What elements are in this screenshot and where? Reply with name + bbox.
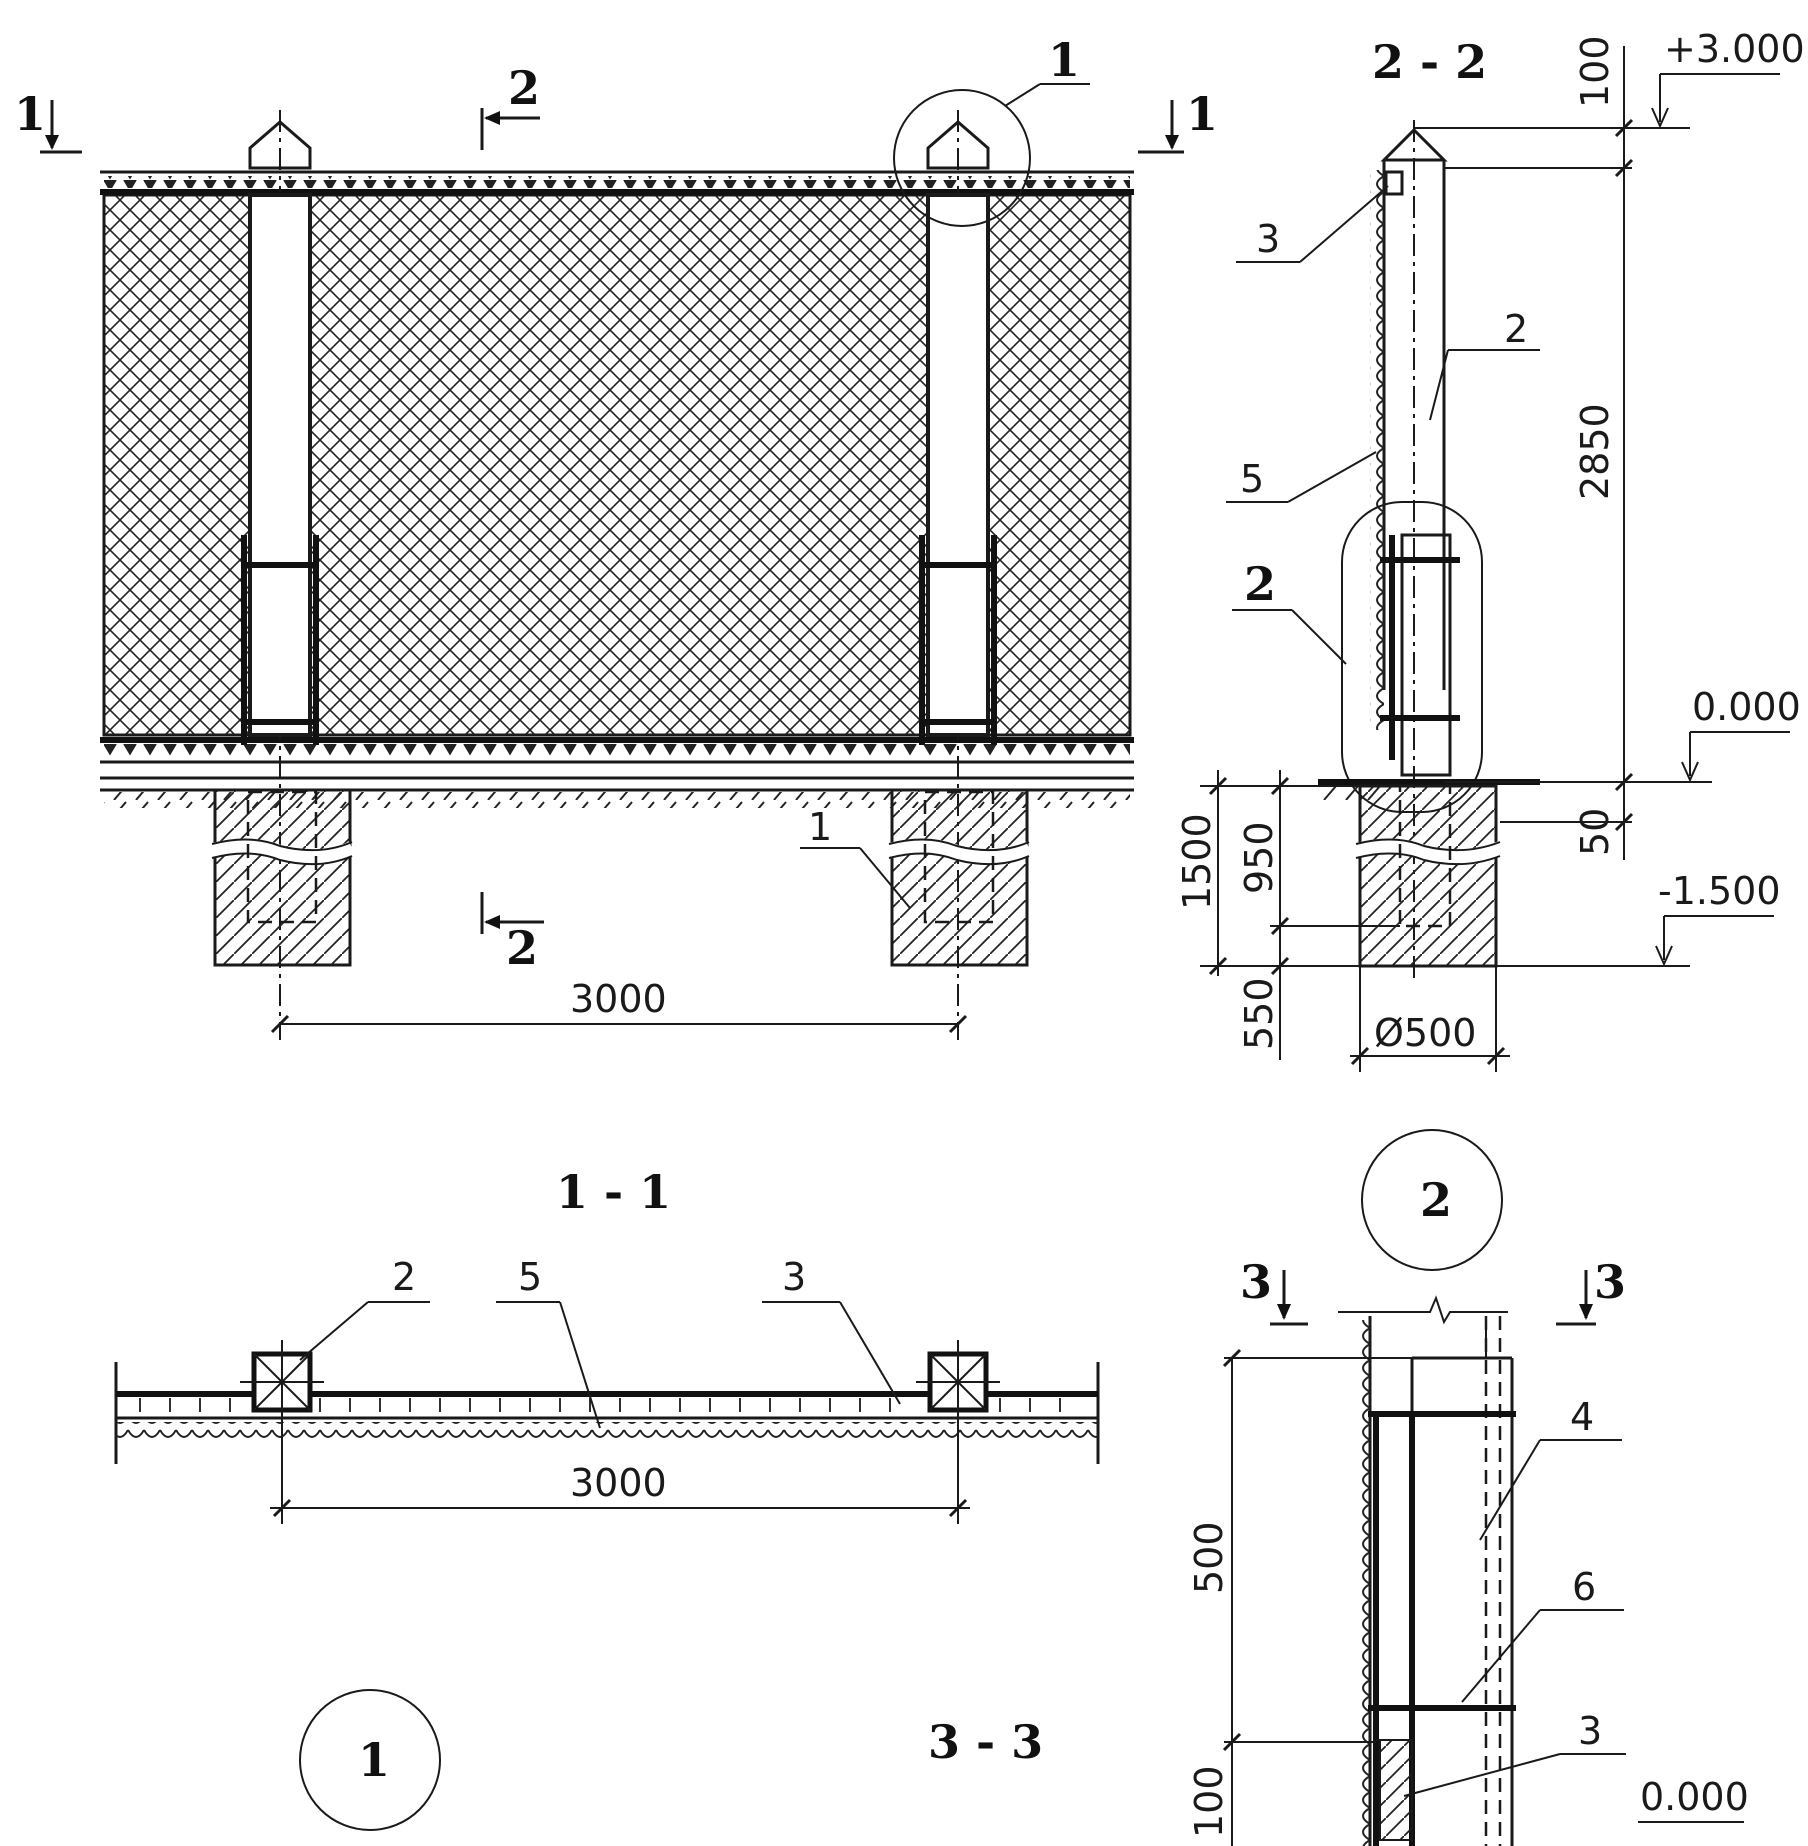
detail-callout-circle — [893, 89, 1031, 227]
node-2-level-zero: 0.000 — [1640, 1775, 1749, 1819]
callout-foundation-label: 1 — [808, 805, 832, 849]
callout-5: 5 — [1240, 457, 1264, 501]
dim-diameter: Ø500 — [1350, 966, 1510, 1072]
section-mark-3-left: 3 — [1240, 1255, 1308, 1326]
svg-text:2850: 2850 — [1573, 403, 1617, 500]
section-mark-1-left: 1 — [14, 87, 82, 154]
svg-text:1: 1 — [1186, 87, 1218, 141]
plan-callout-5: 5 — [518, 1255, 542, 1299]
svg-text:3: 3 — [1594, 1255, 1626, 1309]
section-mark-3-right: 3 — [1556, 1255, 1626, 1326]
svg-text:+3.000: +3.000 — [1664, 27, 1805, 71]
node-2-callout-3: 3 — [1578, 1709, 1602, 1753]
plan-callout-2: 2 — [392, 1255, 416, 1299]
plan-post-right — [916, 1340, 1000, 1524]
section-2-2-title: 2 - 2 — [1372, 35, 1487, 89]
node-2-dim-100: 100 — [1187, 1765, 1231, 1838]
svg-text:550: 550 — [1237, 977, 1281, 1050]
elevation-view: 1 1 1 1 2 2 — [14, 33, 1218, 1040]
plan-callout-3: 3 — [782, 1255, 806, 1299]
svg-text:950: 950 — [1237, 821, 1281, 894]
node-2-label: 2 — [1420, 1173, 1452, 1227]
svg-text:3000: 3000 — [570, 977, 667, 1021]
section-mark-2-bottom: 2 — [480, 892, 544, 975]
dim-chain-right: 100 2850 50 — [1444, 35, 1634, 860]
plan-span-dim: 3000 — [570, 1461, 667, 1505]
callout-detail-label: 1 — [1048, 33, 1080, 87]
node-2-callout-4: 4 — [1570, 1395, 1594, 1439]
svg-text:Ø500: Ø500 — [1374, 1011, 1476, 1055]
level-top: +3.000 — [1414, 27, 1805, 129]
node-2-detail: 2 3 - 3 3 3 — [928, 1129, 1749, 1846]
node-2-dim-500: 500 — [1187, 1521, 1231, 1594]
section-mark-2-top: 2 — [480, 61, 540, 150]
svg-text:100: 100 — [1573, 35, 1617, 108]
level-zero: 0.000 — [1444, 685, 1801, 783]
section-3-3-title: 3 - 3 — [928, 1715, 1043, 1769]
svg-text:1: 1 — [14, 87, 46, 141]
callout-3: 3 — [1256, 217, 1280, 261]
svg-text:1500: 1500 — [1175, 813, 1219, 910]
svg-text:2: 2 — [508, 61, 540, 115]
dim-chain-left: 1500 950 550 — [1175, 770, 1400, 1060]
level-bottom: -1.500 — [1200, 869, 1781, 967]
svg-text:50: 50 — [1573, 808, 1617, 856]
node-2-outline — [1341, 501, 1483, 813]
section-1-1-title: 1 - 1 — [556, 1165, 671, 1219]
svg-text:3: 3 — [1240, 1255, 1272, 1309]
span-dimension: 3000 — [270, 977, 968, 1034]
node-2-callout-6: 6 — [1572, 1565, 1596, 1609]
svg-text:1: 1 — [358, 1733, 390, 1787]
svg-text:-1.500: -1.500 — [1658, 869, 1781, 913]
plan-post-left — [240, 1340, 324, 1524]
node-1-marker: 1 — [299, 1689, 441, 1831]
callout-2-node: 2 — [1244, 557, 1276, 611]
section-mark-1-right: 1 — [1138, 87, 1218, 154]
post-right — [887, 110, 1032, 1040]
post-left — [210, 110, 355, 1040]
svg-text:2: 2 — [506, 921, 538, 975]
section-2-2-view: 2 - 2 +3.000 — [1175, 27, 1805, 1072]
callout-2-post: 2 — [1504, 307, 1528, 351]
plan-ticks — [139, 1398, 1061, 1412]
svg-text:0.000: 0.000 — [1692, 685, 1801, 729]
section-1-1-view: 1 - 1 — [114, 1165, 1100, 1524]
